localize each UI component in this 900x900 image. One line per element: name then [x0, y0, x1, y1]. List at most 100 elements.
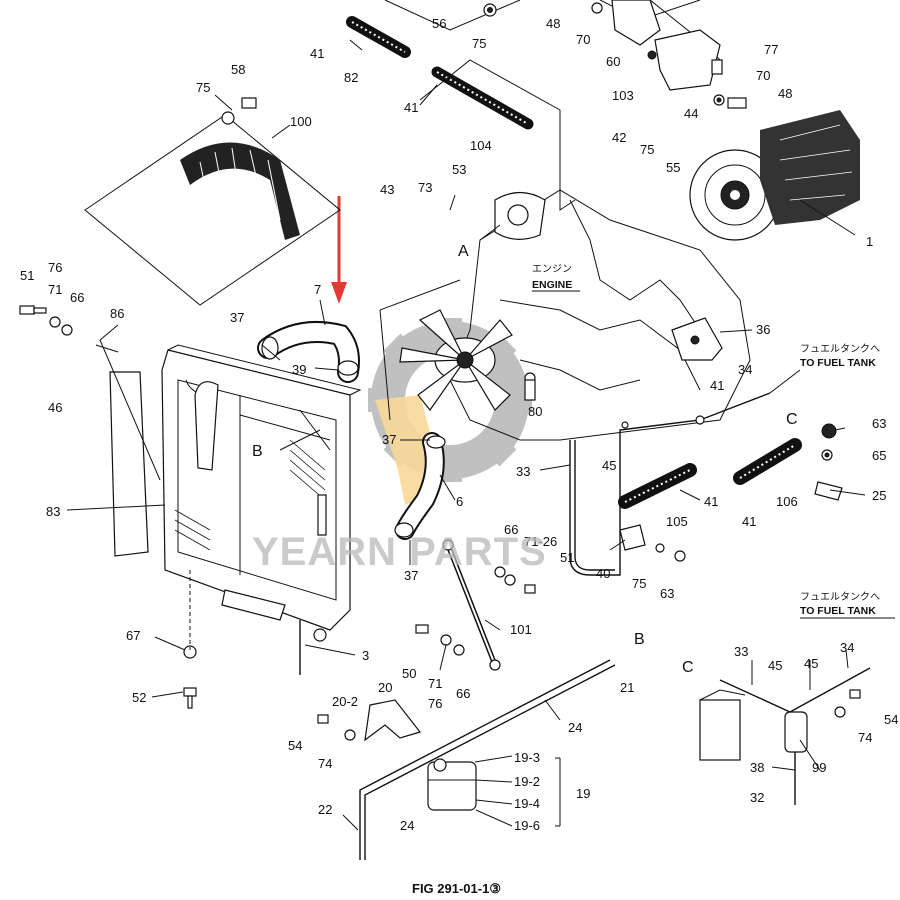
callout-63: 63: [872, 416, 886, 431]
cooling-fan-icon: [399, 309, 513, 412]
callout-58: 58: [231, 62, 245, 77]
fuel-tank-label-en-1: TO FUEL TANK: [800, 357, 876, 369]
callout-25: 25: [872, 488, 886, 503]
reserve-tank-19: [359, 659, 616, 860]
callout-20-2: 20-2: [332, 694, 358, 709]
bolts-left: [19, 305, 197, 709]
callout-19-2: 19-2: [514, 774, 540, 789]
callout-106: 106: [776, 494, 798, 509]
callout-74: 74: [858, 730, 872, 745]
callout-41: 41: [704, 494, 718, 509]
callout-74: 74: [318, 756, 332, 771]
callout-77: 77: [764, 42, 778, 57]
callout-45: 45: [804, 656, 818, 671]
callout-76: 76: [48, 260, 62, 275]
callout-83: 83: [46, 504, 60, 519]
callout-44: 44: [684, 106, 698, 121]
figure-caption: FIG 291-01-1③: [412, 881, 501, 896]
callout-104: 104: [470, 138, 492, 153]
callout-37: 37: [382, 432, 396, 447]
callout-56: 56: [432, 16, 446, 31]
callout-20: 20: [378, 680, 392, 695]
callout-67: 67: [126, 628, 140, 643]
callout-105: 105: [666, 514, 688, 529]
callout-A: A: [458, 243, 469, 260]
hydraulic-pump-1: [689, 110, 860, 241]
callout-41: 41: [742, 514, 756, 529]
callout-80: 80: [528, 404, 542, 419]
callout-C: C: [786, 411, 798, 428]
callout-66: 66: [70, 290, 84, 305]
radiator-83: [161, 344, 362, 631]
fuel-tank-label-en-2: TO FUEL TANK: [800, 605, 876, 617]
callout-19-3: 19-3: [514, 750, 540, 765]
callout-45: 45: [768, 658, 782, 673]
callout-75: 75: [640, 142, 654, 157]
callout-51: 51: [560, 550, 574, 565]
callout-37: 37: [404, 568, 418, 583]
callout-34: 34: [738, 362, 752, 377]
engine-label-jp: エンジン: [532, 264, 572, 275]
callout-46: 46: [48, 400, 62, 415]
callout-101: 101: [510, 622, 532, 637]
callout-22: 22: [318, 802, 332, 817]
callout-21: 21: [620, 680, 634, 695]
callout-52: 52: [132, 690, 146, 705]
callout-41: 41: [710, 378, 724, 393]
callout-86: 86: [110, 306, 124, 321]
callout-54: 54: [288, 738, 302, 753]
callout-36: 36: [756, 322, 770, 337]
callout-71-26: 71-26: [524, 534, 557, 549]
callout-B: B: [634, 631, 645, 648]
callout-71: 71: [48, 282, 62, 297]
fuel-tank-label-jp-2: フュエルタンクへ: [800, 591, 880, 603]
engine-label-en: ENGINE: [532, 279, 572, 291]
callout-6: 6: [456, 494, 463, 509]
hose-41-106: [618, 438, 802, 509]
callout-53: 53: [452, 162, 466, 177]
hose-104: [431, 66, 534, 130]
bracket-20: [317, 699, 422, 742]
lower-hose-6: [394, 432, 446, 540]
callout-73: 73: [418, 180, 432, 195]
callout-50: 50: [402, 666, 416, 681]
callout-103: 103: [612, 88, 634, 103]
callout-B: B: [252, 443, 263, 460]
callout-75: 75: [632, 576, 646, 591]
callout-71: 71: [428, 676, 442, 691]
stay-rod-101: [442, 539, 501, 671]
hose-82: [346, 16, 411, 58]
callout-66: 66: [504, 522, 518, 537]
callout-33: 33: [516, 464, 530, 479]
callout-42: 42: [612, 130, 626, 145]
callout-55: 55: [666, 160, 680, 175]
engine-block: [379, 189, 751, 441]
red-arrow-icon: [331, 196, 347, 304]
callout-37: 37: [230, 310, 244, 325]
callout-34: 34: [840, 640, 854, 655]
callout-65: 65: [872, 448, 886, 463]
bolts-mid: [299, 566, 536, 675]
right-hardware: [524, 372, 843, 562]
callout-45: 45: [602, 458, 616, 473]
callout-19-4: 19-4: [514, 796, 540, 811]
callout-48: 48: [546, 16, 560, 31]
fuel-lines: [569, 369, 801, 576]
callout-43: 43: [380, 182, 394, 197]
callout-66: 66: [456, 686, 470, 701]
callout-C: C: [682, 659, 694, 676]
callout-100: 100: [290, 114, 312, 129]
callout-3: 3: [362, 648, 369, 663]
fuel-tank-label-jp-1: フュエルタンクへ: [800, 343, 880, 355]
callout-63: 63: [660, 586, 674, 601]
callout-70: 70: [576, 32, 590, 47]
callout-24: 24: [568, 720, 582, 735]
callout-75: 75: [472, 36, 486, 51]
callout-33: 33: [734, 644, 748, 659]
callout-41: 41: [310, 46, 324, 61]
callout-labels: 56 75 48 70 41 82 41 104 60 77 70 103 48…: [20, 16, 898, 833]
callout-24: 24: [400, 818, 414, 833]
leader-lines: [66, 39, 866, 831]
